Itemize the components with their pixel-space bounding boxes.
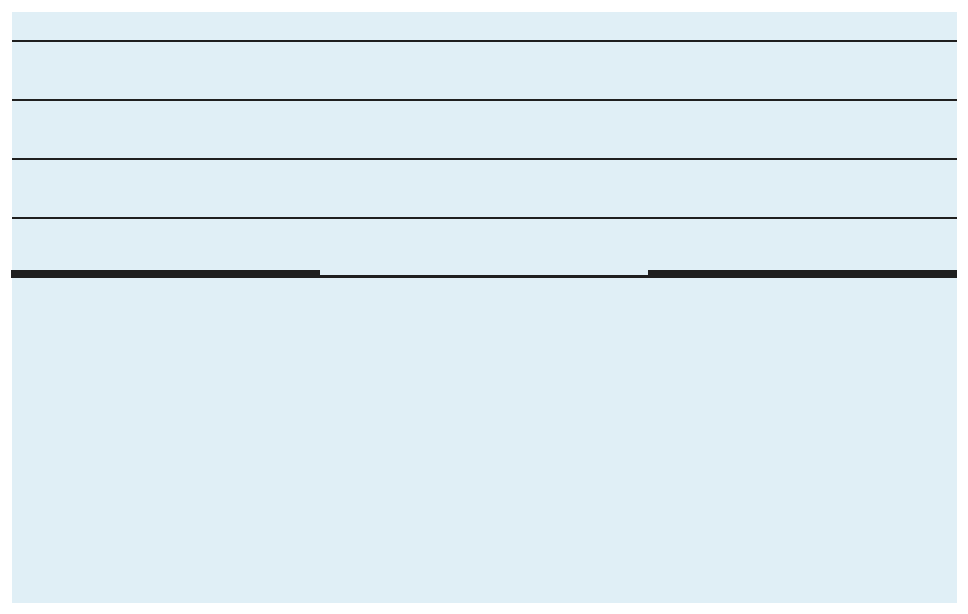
row-divider (12, 99, 957, 101)
empty-table-panel (12, 12, 957, 603)
row-divider (12, 40, 957, 42)
thick-divider-left (11, 270, 320, 278)
row-divider (12, 158, 957, 160)
thin-divider-middle (320, 275, 648, 278)
row-divider (12, 217, 957, 219)
thick-divider-right (648, 270, 957, 278)
